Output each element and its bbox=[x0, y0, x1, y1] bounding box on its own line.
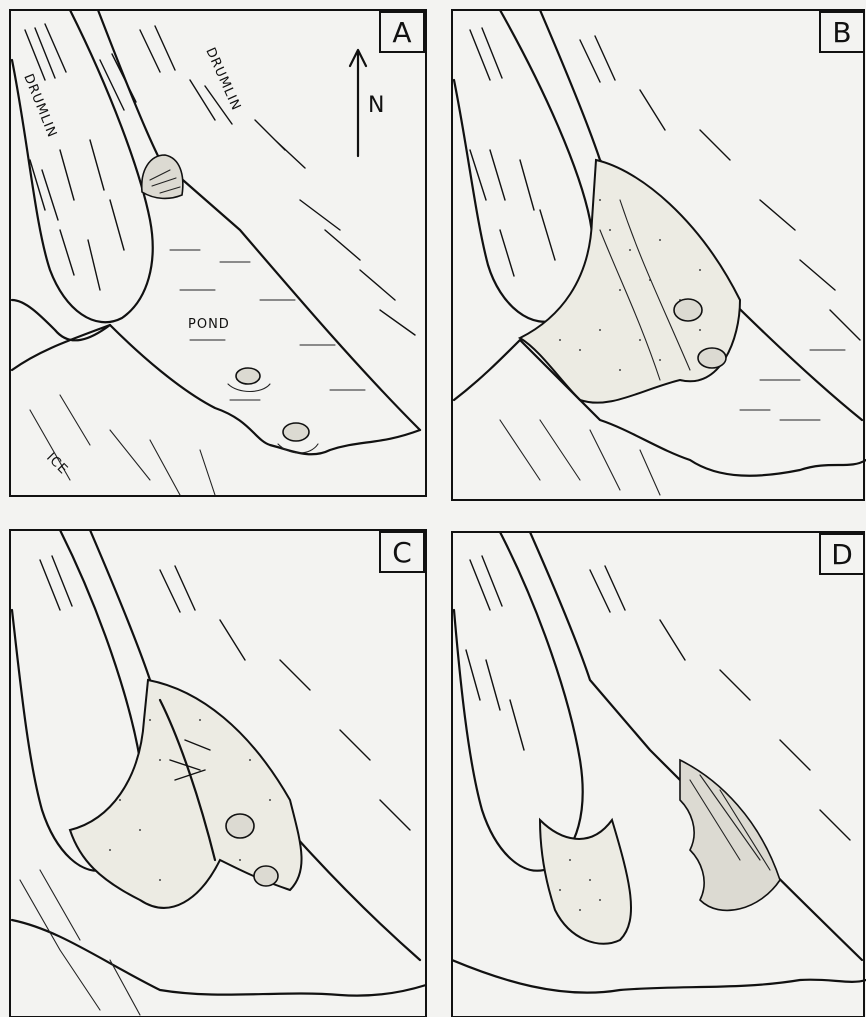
pond-island-1 bbox=[236, 368, 260, 384]
panel-a-letter: A bbox=[392, 16, 411, 49]
pond-label: POND bbox=[188, 317, 230, 332]
panel-b-letter: B bbox=[832, 16, 851, 49]
kettle-1 bbox=[226, 814, 254, 838]
panel-d-letter: D bbox=[831, 538, 853, 571]
panel-d bbox=[452, 532, 866, 1017]
panel-c bbox=[10, 530, 426, 1017]
pond-island-2 bbox=[698, 348, 726, 368]
panel-c-letter: C bbox=[392, 536, 412, 569]
panel-b bbox=[452, 10, 866, 500]
kettle-2 bbox=[254, 866, 278, 886]
north-label: N bbox=[368, 93, 384, 118]
pond-island-1 bbox=[674, 299, 702, 321]
panel-a: N DRUMLIN DRUMLIN POND ICE bbox=[10, 10, 426, 496]
pond-island-2 bbox=[283, 423, 309, 441]
